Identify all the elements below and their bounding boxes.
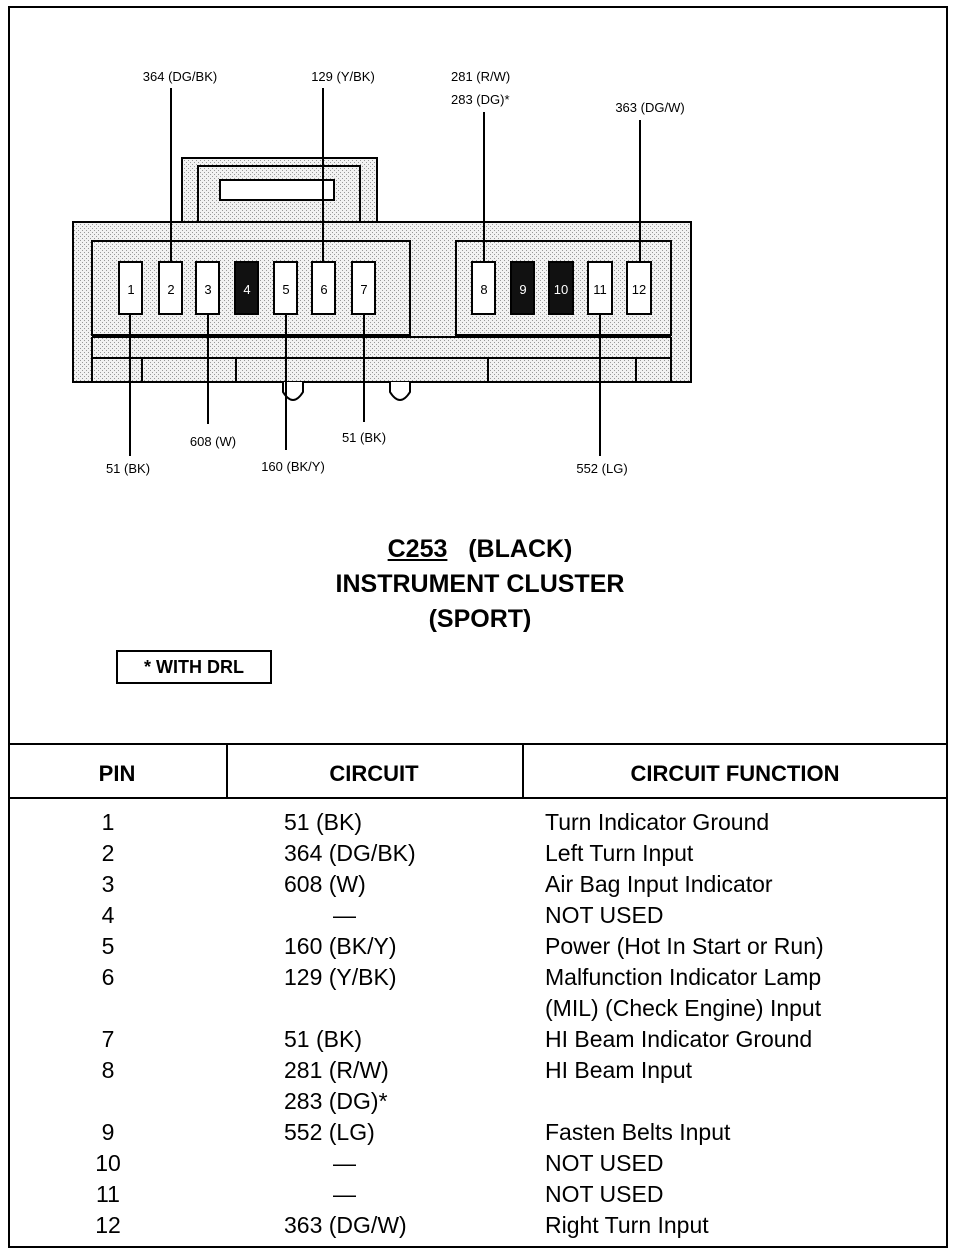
pin-3: 3 xyxy=(195,261,220,315)
pin-number: 5 xyxy=(282,282,289,297)
title-line-3: (SPORT) xyxy=(428,605,532,633)
wire-label-pin5: 160 (BK/Y) xyxy=(261,459,325,474)
pin-number: 4 xyxy=(243,282,250,297)
cell-function: Malfunction Indicator Lamp xyxy=(545,964,822,990)
pin-10: 10 xyxy=(548,261,574,315)
header-pin: PIN xyxy=(98,761,136,786)
cell-circuit: 281 (R/W) xyxy=(284,1057,389,1083)
cell-pin: 4 xyxy=(101,902,115,928)
cell-pin: 1 xyxy=(101,809,115,835)
pin-number: 6 xyxy=(320,282,327,297)
cell-pin: 6 xyxy=(101,964,115,990)
pin-number: 8 xyxy=(480,282,487,297)
wire-label-pin2: 364 (DG/BK) xyxy=(143,69,217,84)
column-divider xyxy=(522,743,524,798)
wire-label-pin8b: 283 (DG)* xyxy=(451,92,510,107)
pin-2: 2 xyxy=(158,261,183,315)
table-top-rule xyxy=(8,743,948,745)
cell-pin: 11 xyxy=(96,1181,120,1207)
cell-function: (MIL) (Check Engine) Input xyxy=(545,995,822,1021)
cell-circuit: 51 (BK) xyxy=(284,809,362,835)
pin-8: 8 xyxy=(471,261,496,315)
cell-pin: 10 xyxy=(95,1150,121,1176)
cell-circuit: 129 (Y/BK) xyxy=(284,964,397,990)
diagram-frame xyxy=(8,6,948,1248)
cell-function: Power (Hot In Start or Run) xyxy=(545,933,824,959)
pin-4: 4 xyxy=(234,261,259,315)
cell-pin: 12 xyxy=(95,1212,121,1238)
cell-function: Left Turn Input xyxy=(545,840,694,866)
wire-label-pin3: 608 (W) xyxy=(190,434,236,449)
cell-function: Air Bag Input Indicator xyxy=(545,871,773,897)
wire-label-pin11: 552 (LG) xyxy=(576,461,627,476)
pin-9: 9 xyxy=(510,261,535,315)
cell-function: Right Turn Input xyxy=(545,1212,709,1238)
wire-label-pin6: 129 (Y/BK) xyxy=(311,69,375,84)
pin-number: 11 xyxy=(593,282,607,297)
cell-circuit: 283 (DG)* xyxy=(284,1088,388,1114)
cell-pin: 7 xyxy=(101,1026,115,1052)
cell-pin: 8 xyxy=(101,1057,115,1083)
pin-number: 1 xyxy=(127,282,134,297)
cell-circuit: 364 (DG/BK) xyxy=(284,840,416,866)
cell-function: Fasten Belts Input xyxy=(545,1119,731,1145)
cell-circuit: 51 (BK) xyxy=(284,1026,362,1052)
cell-pin: 9 xyxy=(101,1119,115,1145)
pin-1: 1 xyxy=(118,261,143,315)
pin-6: 6 xyxy=(311,261,336,315)
cell-pin: 5 xyxy=(101,933,115,959)
column-divider xyxy=(226,743,228,798)
connector-latch xyxy=(181,157,378,223)
title-line-2: INSTRUMENT CLUSTER xyxy=(335,570,625,598)
cell-function: HI Beam Indicator Ground xyxy=(545,1026,813,1052)
cell-pin: 2 xyxy=(101,840,115,866)
pin-number: 3 xyxy=(204,282,211,297)
cell-function: NOT USED xyxy=(545,1181,664,1207)
header-function: CIRCUIT FUNCTION xyxy=(630,761,840,786)
cell-circuit: — xyxy=(333,1150,356,1176)
pin-5: 5 xyxy=(273,261,298,315)
pin-12: 12 xyxy=(626,261,652,315)
cell-circuit: 608 (W) xyxy=(284,871,366,897)
pin-7: 7 xyxy=(351,261,376,315)
connector-code: C253 xyxy=(387,535,448,563)
table-header-rule xyxy=(8,797,948,799)
cell-function: HI Beam Input xyxy=(545,1057,693,1083)
cell-function: NOT USED xyxy=(545,902,664,928)
pin-number: 12 xyxy=(632,282,646,297)
wire-label-pin8a: 281 (R/W) xyxy=(451,69,510,84)
header-circuit: CIRCUIT xyxy=(329,761,419,786)
wire-label-pin7: 51 (BK) xyxy=(342,430,386,445)
cell-circuit: — xyxy=(333,1181,356,1207)
pin-number: 10 xyxy=(554,282,568,297)
wire-label-pin12: 363 (DG/W) xyxy=(615,100,684,115)
wire-label-pin1: 51 (BK) xyxy=(106,461,150,476)
drl-note: * WITH DRL xyxy=(116,650,272,684)
cell-circuit: 363 (DG/W) xyxy=(284,1212,407,1238)
cell-circuit: 552 (LG) xyxy=(284,1119,375,1145)
title-line-1: C253 (BLACK) xyxy=(0,532,960,567)
cell-pin: 3 xyxy=(101,871,115,897)
cell-function: NOT USED xyxy=(545,1150,664,1176)
cell-circuit: — xyxy=(333,902,356,928)
connector-diagram: 1 2 3 4 5 6 7 8 9 10 11 12 xyxy=(72,69,692,476)
pin-table: PIN CIRCUIT CIRCUIT FUNCTION 1 51 (BK) Tur… xyxy=(8,743,948,1248)
pin-11: 11 xyxy=(587,261,613,315)
cell-function: Turn Indicator Ground xyxy=(545,809,770,835)
connector-color: (BLACK) xyxy=(468,535,573,563)
pin-number: 7 xyxy=(360,282,367,297)
pin-number: 9 xyxy=(519,282,526,297)
wire-lines xyxy=(129,88,641,456)
cell-circuit: 160 (BK/Y) xyxy=(284,933,397,959)
pin-number: 2 xyxy=(167,282,174,297)
connector-title: C253 (BLACK) INSTRUMENT CLUSTER (SPORT) xyxy=(0,532,960,637)
